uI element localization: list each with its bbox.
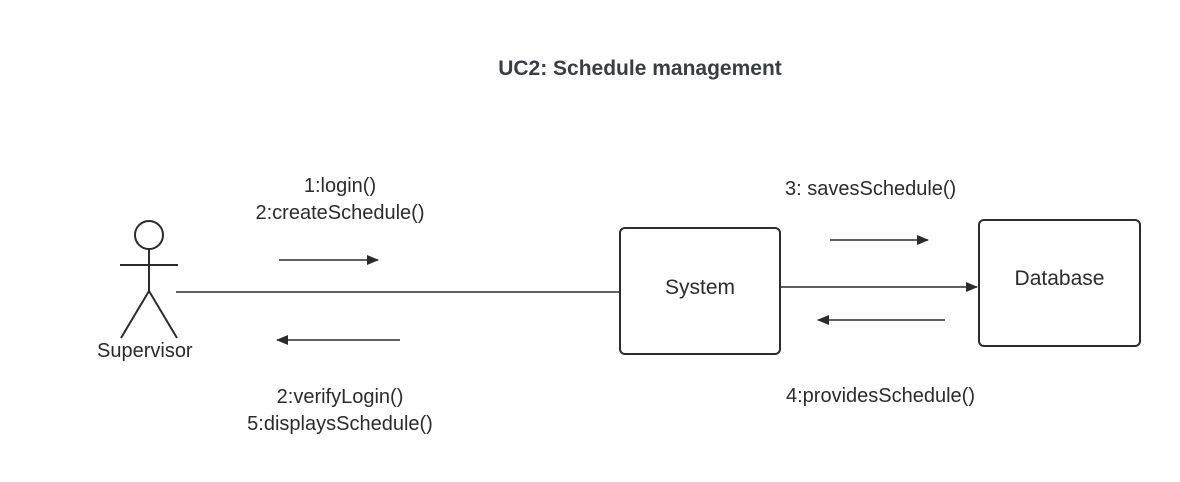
actor-head (134, 220, 164, 250)
message-label-login: 1:login() (303, 175, 377, 197)
actor-left-leg (120, 290, 150, 339)
message-label-saves-schedule: 3: savesSchedule() (785, 178, 957, 200)
message-label-provides-schedule: 4:providesSchedule() (786, 385, 975, 407)
message-label-displays-schedule: 5:displaysSchedule() (247, 413, 433, 435)
actor-right-leg (148, 290, 178, 339)
diagram-title: UC2: Schedule management (498, 57, 782, 80)
system-box[interactable] (619, 227, 781, 355)
system-label: System (664, 276, 735, 299)
supervisor-label: Supervisor (97, 340, 193, 362)
database-label: Database (1014, 267, 1105, 290)
database-box[interactable] (978, 219, 1141, 347)
message-label-create-schedule: 2:createSchedule() (255, 202, 425, 224)
supervisor-actor-figure (120, 220, 178, 339)
message-label-verify-login: 2:verifyLogin() (276, 386, 404, 408)
